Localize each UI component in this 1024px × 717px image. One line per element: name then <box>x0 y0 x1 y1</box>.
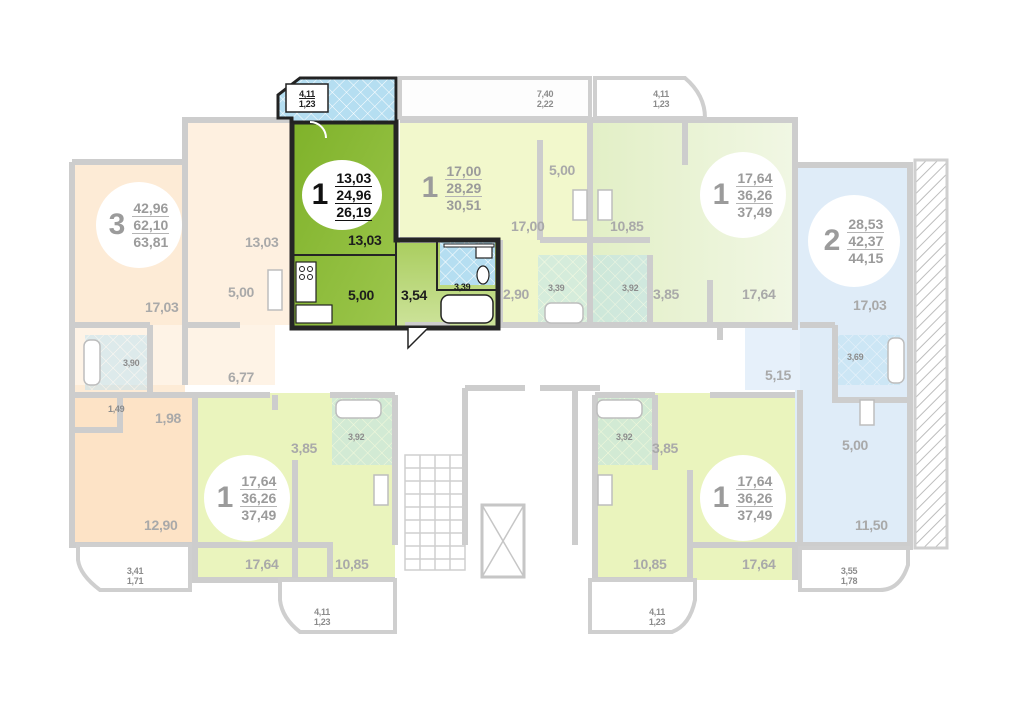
room-count: 1 <box>712 481 730 514</box>
living-area: 13,03 <box>335 169 373 187</box>
balcony-area: 4,11 <box>299 89 315 99</box>
balcony-area: 4,11 <box>649 607 665 617</box>
room-area-west-room-bottom: 12,90 <box>144 517 178 533</box>
entry-door-swing <box>407 327 429 350</box>
room-area-north-a-kitchen: 5,00 <box>549 162 576 178</box>
apartment-card-1room-north-a[interactable]: 1 17,00 28,29 30,51 <box>410 158 494 218</box>
room-count: 3 <box>108 208 126 241</box>
room-area-west-bath: 3,90 <box>123 358 140 368</box>
apartment-card-3room-west[interactable]: 3 42,96 62,10 63,81 <box>96 182 182 268</box>
room-area-west-wc: 1,49 <box>108 404 125 414</box>
room-count: 1 <box>311 178 329 211</box>
total-area-with-balcony: 37,49 <box>737 204 773 220</box>
room-area-north-a-hall: 2,90 <box>503 286 530 302</box>
apartment-card-selected[interactable]: 1 13,03 24,96 26,19 <box>302 160 382 230</box>
total-area-with-balcony: 30,51 <box>446 197 482 213</box>
room-count: 1 <box>216 481 234 514</box>
gray-fixtures <box>83 189 905 506</box>
room-area-north-a-bath: 3,39 <box>548 283 565 293</box>
balcony-coef: 1,23 <box>298 99 316 109</box>
room-area-selected-bath: 3,39 <box>454 282 471 292</box>
room-area-east-hall: 5,15 <box>765 367 792 383</box>
balcony-label-north-a: 7,40 2,22 <box>528 89 562 109</box>
room-area-east-bath: 3,69 <box>847 352 864 362</box>
kitchen-fixtures <box>295 243 495 324</box>
balcony-area: 3,41 <box>126 566 144 576</box>
staircase <box>404 454 466 571</box>
room-area-west-corridor: 1,98 <box>155 410 182 426</box>
room-area-north-b-kitchen: 10,85 <box>610 218 644 234</box>
balcony-label-south-a: 4,11 1,23 <box>305 607 339 627</box>
hatched-loggia <box>913 158 949 550</box>
living-area: 17,64 <box>736 473 774 490</box>
total-area-with-balcony: 63,81 <box>133 234 169 250</box>
balconies <box>76 76 910 634</box>
balcony-coef: 1,23 <box>648 617 666 627</box>
room-area-west-hall: 6,77 <box>228 369 255 385</box>
room-area-east-room-top: 17,03 <box>853 297 887 313</box>
room-area-south-a-hall: 3,85 <box>291 440 318 456</box>
room-area-selected-room: 13,03 <box>348 232 382 248</box>
total-area: 24,96 <box>335 186 373 204</box>
balcony-label-south-east: 3,55 1,78 <box>832 566 866 586</box>
room-area-south-b-bath: 3,92 <box>616 432 633 442</box>
balcony-coef: 1,71 <box>126 576 144 586</box>
total-area-with-balcony: 44,15 <box>848 250 884 266</box>
room-area-south-a-room: 17,64 <box>245 556 279 572</box>
room-area-north-b-room: 17,64 <box>742 286 776 302</box>
balcony-label-south-b: 4,11 1,23 <box>640 607 674 627</box>
room-count: 1 <box>712 178 730 211</box>
room-area-selected-hall: 3,54 <box>401 287 428 303</box>
room-area-south-b-room: 17,64 <box>742 556 776 572</box>
living-area: 28,53 <box>847 216 885 233</box>
apartment-card-1room-south-a[interactable]: 1 17,64 36,26 37,49 <box>204 455 290 541</box>
balcony-label-selected: 4,11 1,23 <box>290 89 324 109</box>
balcony-coef: 1,23 <box>313 617 331 627</box>
total-area: 36,26 <box>736 490 774 507</box>
balcony-label-north-b: 4,11 1,23 <box>644 89 678 109</box>
apartment-card-1room-north-b[interactable]: 1 17,64 36,26 37,49 <box>700 152 786 238</box>
room-count: 1 <box>421 171 439 204</box>
room-area-west-room-top: 13,03 <box>245 234 279 250</box>
room-count: 2 <box>823 224 841 257</box>
total-area-with-balcony: 26,19 <box>335 203 373 221</box>
total-area-with-balcony: 37,49 <box>241 507 277 523</box>
room-area-south-a-bath: 3,92 <box>348 432 365 442</box>
total-area: 36,26 <box>736 187 774 204</box>
apartment-card-1room-south-b[interactable]: 1 17,64 36,26 37,49 <box>700 455 786 541</box>
total-area: 62,10 <box>132 217 170 234</box>
room-area-south-b-hall: 3,85 <box>652 440 679 456</box>
balcony-area: 3,55 <box>840 566 858 576</box>
balcony-coef: 1,23 <box>652 99 670 109</box>
room-area-west-kitchen: 5,00 <box>228 284 255 300</box>
room-area-north-b-bath: 3,92 <box>622 283 639 293</box>
elevator-shaft <box>480 503 526 579</box>
balcony-label-south-west: 3,41 1,71 <box>118 566 152 586</box>
balcony-coef: 2,22 <box>536 99 554 109</box>
apartment-card-2room-east[interactable]: 2 28,53 42,37 44,15 <box>808 195 900 287</box>
room-area-north-a-room: 17,00 <box>511 218 545 234</box>
room-area-east-room-bottom: 11,50 <box>855 517 888 533</box>
total-area-with-balcony: 37,49 <box>737 507 773 523</box>
room-area-south-b-kitchen: 10,85 <box>633 556 667 572</box>
balcony-area: 4,11 <box>314 607 330 617</box>
room-area-north-b-hall: 3,85 <box>653 286 680 302</box>
total-area: 42,37 <box>847 233 885 250</box>
living-area: 17,00 <box>445 163 483 180</box>
living-area: 17,64 <box>736 170 774 187</box>
balcony-area: 7,40 <box>536 89 554 99</box>
room-area-south-a-kitchen: 10,85 <box>335 556 369 572</box>
selected-balcony <box>276 76 398 139</box>
living-area: 17,64 <box>240 473 278 490</box>
total-area: 28,29 <box>445 180 483 197</box>
room-area-west-room-mid: 17,03 <box>145 299 179 315</box>
balcony-area: 4,11 <box>653 89 669 99</box>
room-area-selected-kitchen: 5,00 <box>348 287 375 303</box>
balcony-coef: 1,78 <box>840 576 858 586</box>
room-area-east-kitchen: 5,00 <box>842 437 869 453</box>
total-area: 36,26 <box>240 490 278 507</box>
living-area: 42,96 <box>132 200 170 217</box>
